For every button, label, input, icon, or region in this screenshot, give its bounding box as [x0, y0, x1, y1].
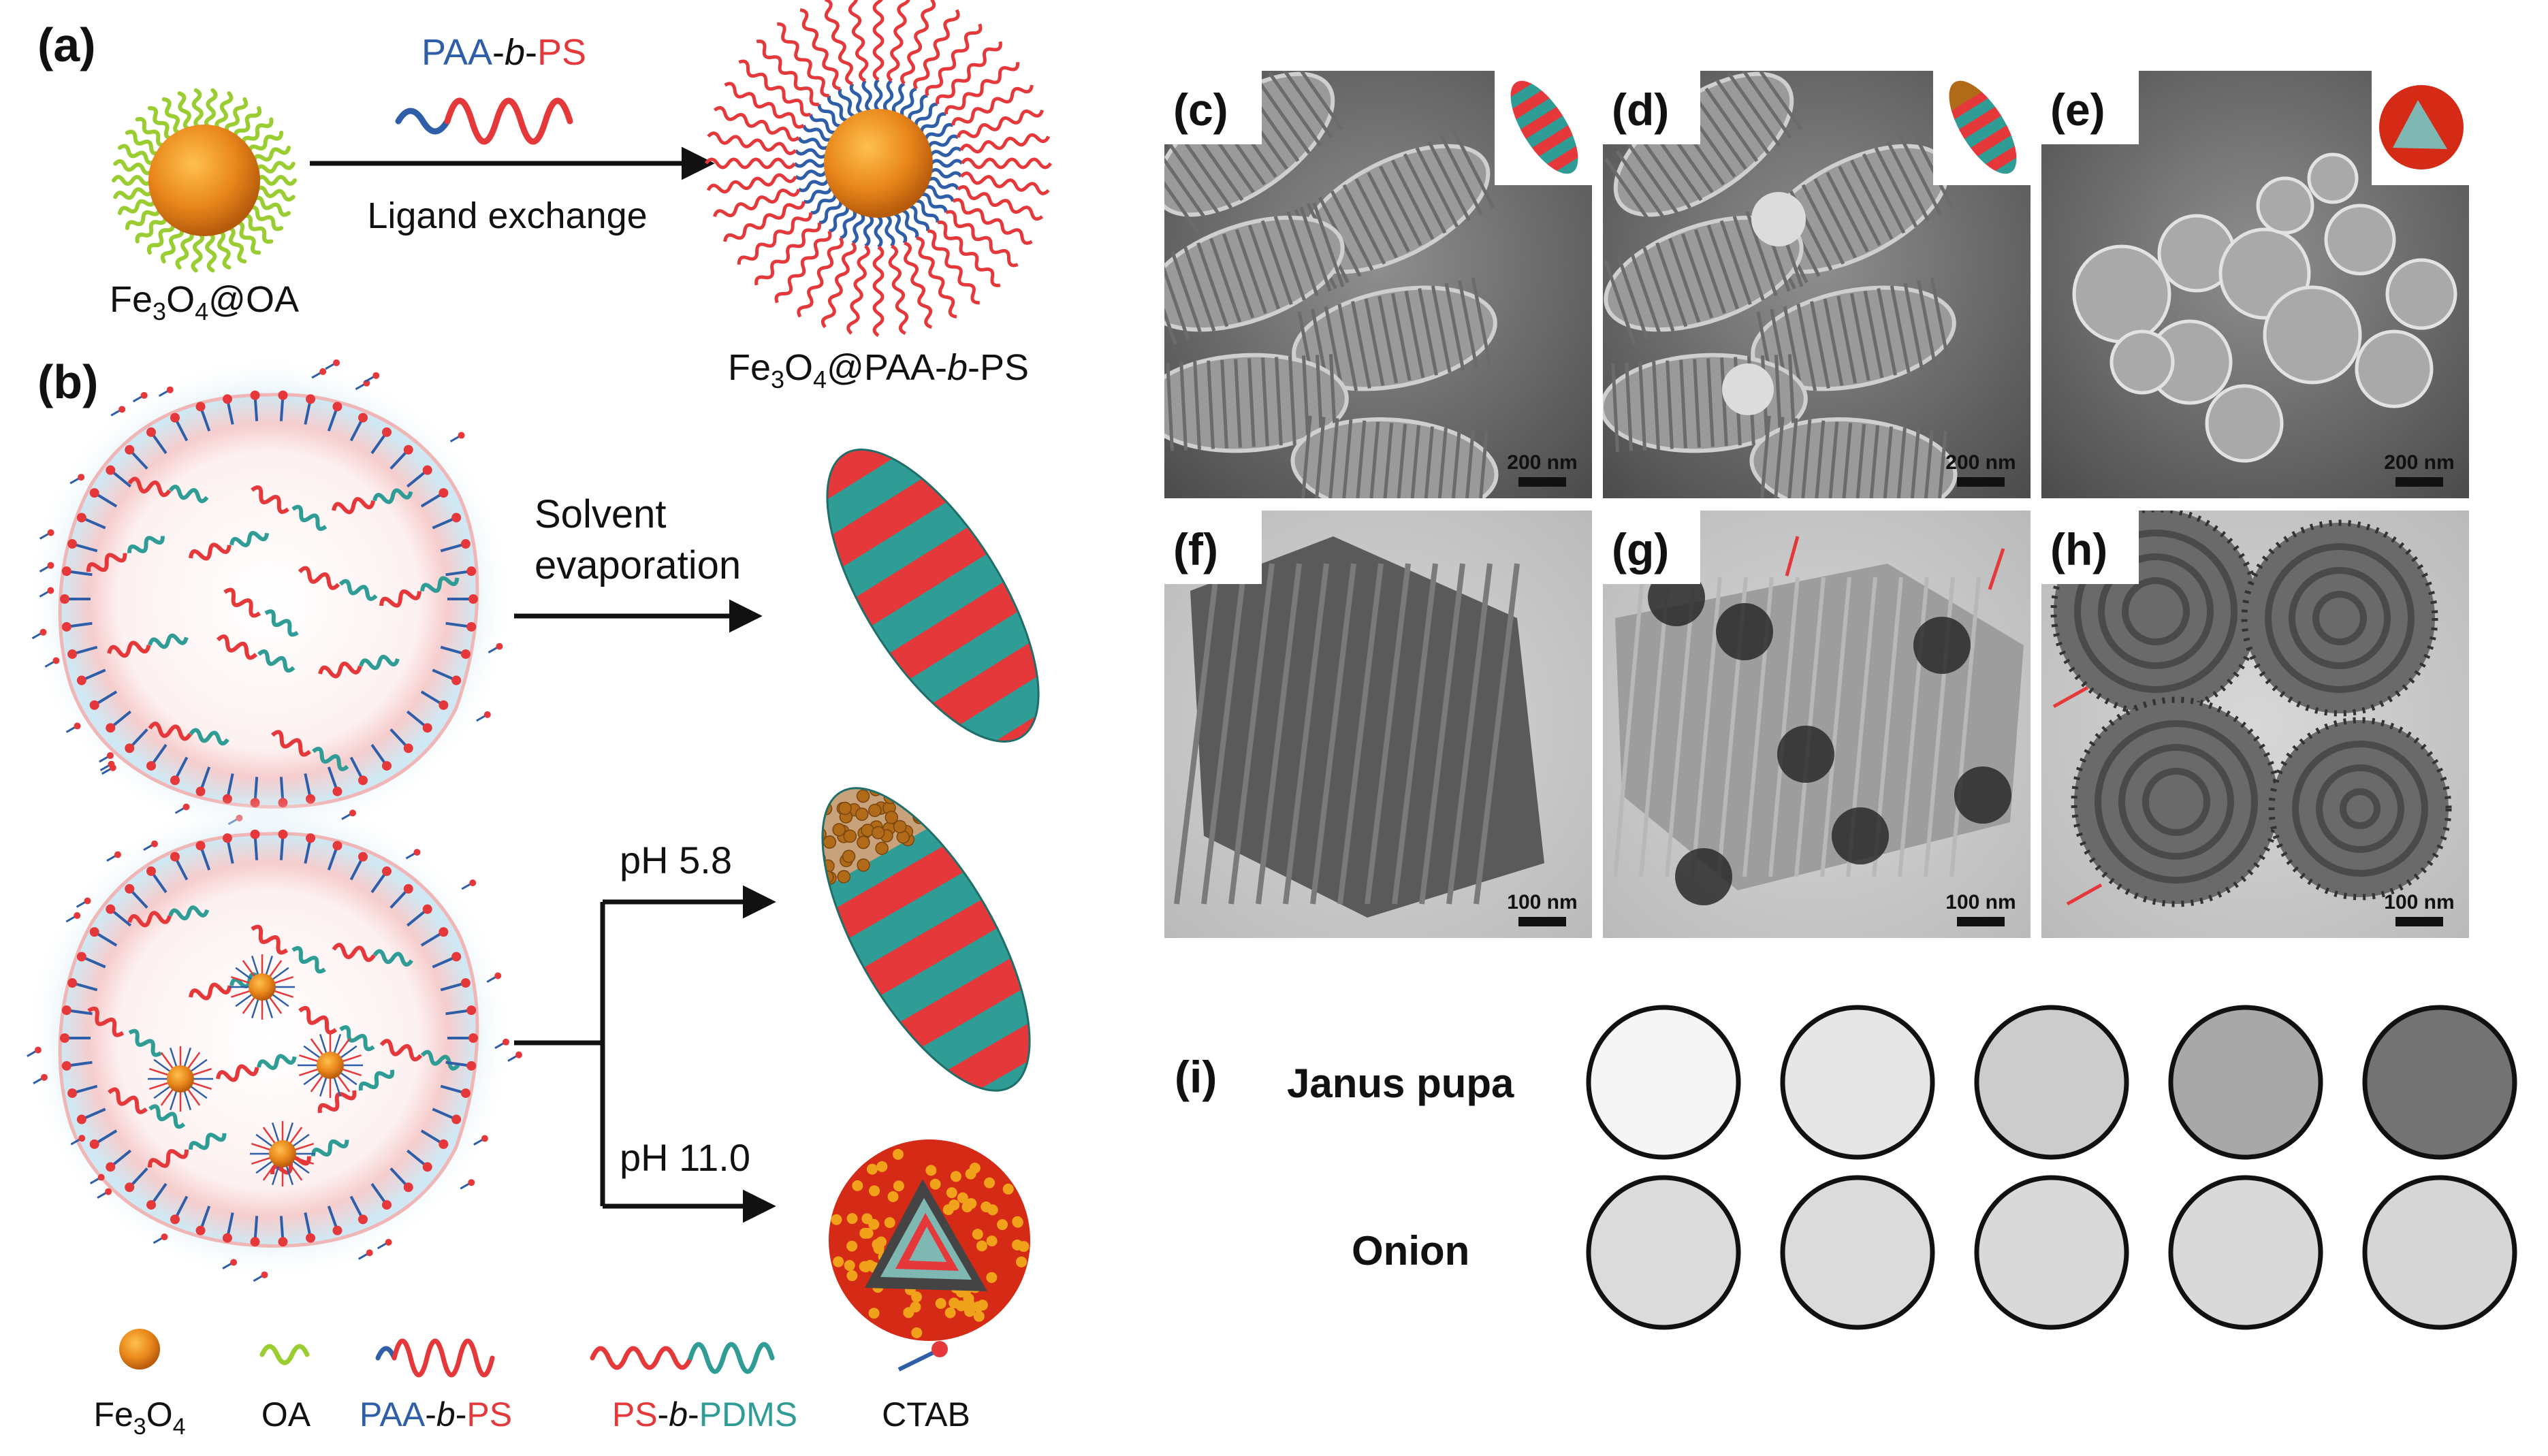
mri-phantom-circle [1589, 1007, 1738, 1157]
mri-phantom-circle [2365, 1007, 2515, 1157]
fe3o4-oa-particle-icon [114, 91, 295, 271]
scale-bar [1518, 917, 1566, 926]
micrograph-g: (g) 100 nm [1602, 509, 2032, 939]
legend-pdms-segment [690, 1344, 772, 1372]
micrograph-grid: (c) 200 nm (d) 200 nm (e) 200 nm (f) 100 nm (g) 1… [1132, 47, 2470, 939]
janus-pupa-mri-row [1589, 1007, 2515, 1157]
fe3o4-paa-ps-particle-icon [706, 0, 1051, 336]
panel-i: (i) Janus pupa Onion [1175, 1007, 2515, 1327]
solvent-label: Solvent [535, 492, 666, 536]
striped-pupa-particle-icon [779, 412, 1097, 796]
scale-bar-label: 100 nm [1507, 891, 1577, 913]
onion-mri-row [1589, 1178, 2515, 1327]
scale-bar-label: 100 nm [1945, 891, 2016, 913]
scale-bar [2395, 477, 2443, 487]
legend-paa-ps-label: PAA-b-PS [360, 1395, 512, 1434]
mri-phantom-circle [1783, 1178, 1932, 1327]
onion-row-label: Onion [1352, 1228, 1469, 1274]
fe3o4-oa-caption: Fe3O4@OA [110, 279, 299, 325]
micrograph-label: (d) [1612, 84, 1669, 135]
scale-bar [2395, 917, 2443, 926]
micrograph-label: (e) [2050, 84, 2105, 135]
scale-bar-label: 200 nm [1945, 451, 2016, 474]
fe3o4-paa-ps-caption: Fe3O4@PAA-b-PS [728, 347, 1029, 393]
scale-bar-label: 100 nm [2384, 891, 2454, 913]
legend-ctab-icon [899, 1341, 948, 1370]
janus-pupa-row-label: Janus pupa [1287, 1061, 1514, 1106]
legend-ps-segment [394, 1341, 492, 1375]
evaporation-label: evaporation [535, 543, 741, 587]
micrograph-label: (c) [1173, 84, 1228, 135]
micrograph-e: (e) 200 nm [2040, 69, 2470, 500]
emulsion-droplet-lower [24, 793, 522, 1283]
micrograph-c: (c) 200 nm [1132, 47, 1596, 524]
micrograph-label: (g) [1612, 524, 1669, 575]
ph-5-8-label: pH 5.8 [620, 839, 732, 881]
mri-phantom-circle [1783, 1007, 1932, 1157]
mri-phantom-circle [2365, 1178, 2515, 1327]
mri-phantom-circle [2171, 1178, 2321, 1327]
scale-bar [1957, 477, 2005, 487]
micrograph-label: (h) [2050, 524, 2107, 575]
micrograph-h: (h) 100 nm [2040, 509, 2470, 939]
ph-11-label: pH 11.0 [620, 1136, 750, 1179]
scale-bar-label: 200 nm [1507, 451, 1577, 474]
emulsion-droplet-upper [24, 354, 514, 844]
panel-b-label: (b) [37, 355, 98, 408]
paa-b-ps-reagent-label: PAA-b-PS [421, 32, 586, 73]
legend-fe3o4-label: Fe3O4 [93, 1395, 185, 1440]
scale-bar-label: 200 nm [2384, 451, 2454, 474]
micrograph-label: (f) [1173, 524, 1218, 575]
mri-phantom-circle [1977, 1007, 2127, 1157]
onion-particle-icon [829, 1139, 1030, 1341]
scale-bar [1518, 477, 1566, 487]
legend: Fe3O4 OA PAA-b-PS PS-b-PDMS CTAB [93, 1329, 970, 1440]
ligand-exchange-label: Ligand exchange [367, 195, 647, 236]
ps-chain-segment [447, 101, 570, 142]
legend-ps-pdms-label: PS-b-PDMS [612, 1395, 797, 1434]
legend-oa-icon [262, 1346, 307, 1363]
legend-fe3o4-icon [119, 1329, 160, 1370]
legend-oa-label: OA [261, 1395, 311, 1434]
mri-phantom-circle [1589, 1178, 1738, 1327]
panel-b: (b) Solvent evaporation [24, 354, 1097, 1341]
legend-paa-ps-icon [378, 1348, 394, 1358]
panel-a: (a) Fe3O4@OA PAA-b-PS Ligand exchange Fe… [37, 0, 1051, 393]
panel-a-label: (a) [37, 18, 96, 71]
micrograph-d: (d) 200 nm [1591, 47, 2035, 524]
legend-ctab-label: CTAB [882, 1395, 970, 1434]
mri-phantom-circle [2171, 1007, 2321, 1157]
legend-ps-pdms-icon [592, 1348, 690, 1368]
panel-i-label: (i) [1175, 1052, 1217, 1102]
janus-pupa-particle-icon [776, 754, 1086, 1141]
micrograph-f: (f) 100 nm [1163, 509, 1593, 939]
paa-b-ps-chain-icon [398, 111, 447, 131]
scale-bar [1957, 917, 2005, 926]
mri-phantom-circle [1977, 1178, 2127, 1327]
